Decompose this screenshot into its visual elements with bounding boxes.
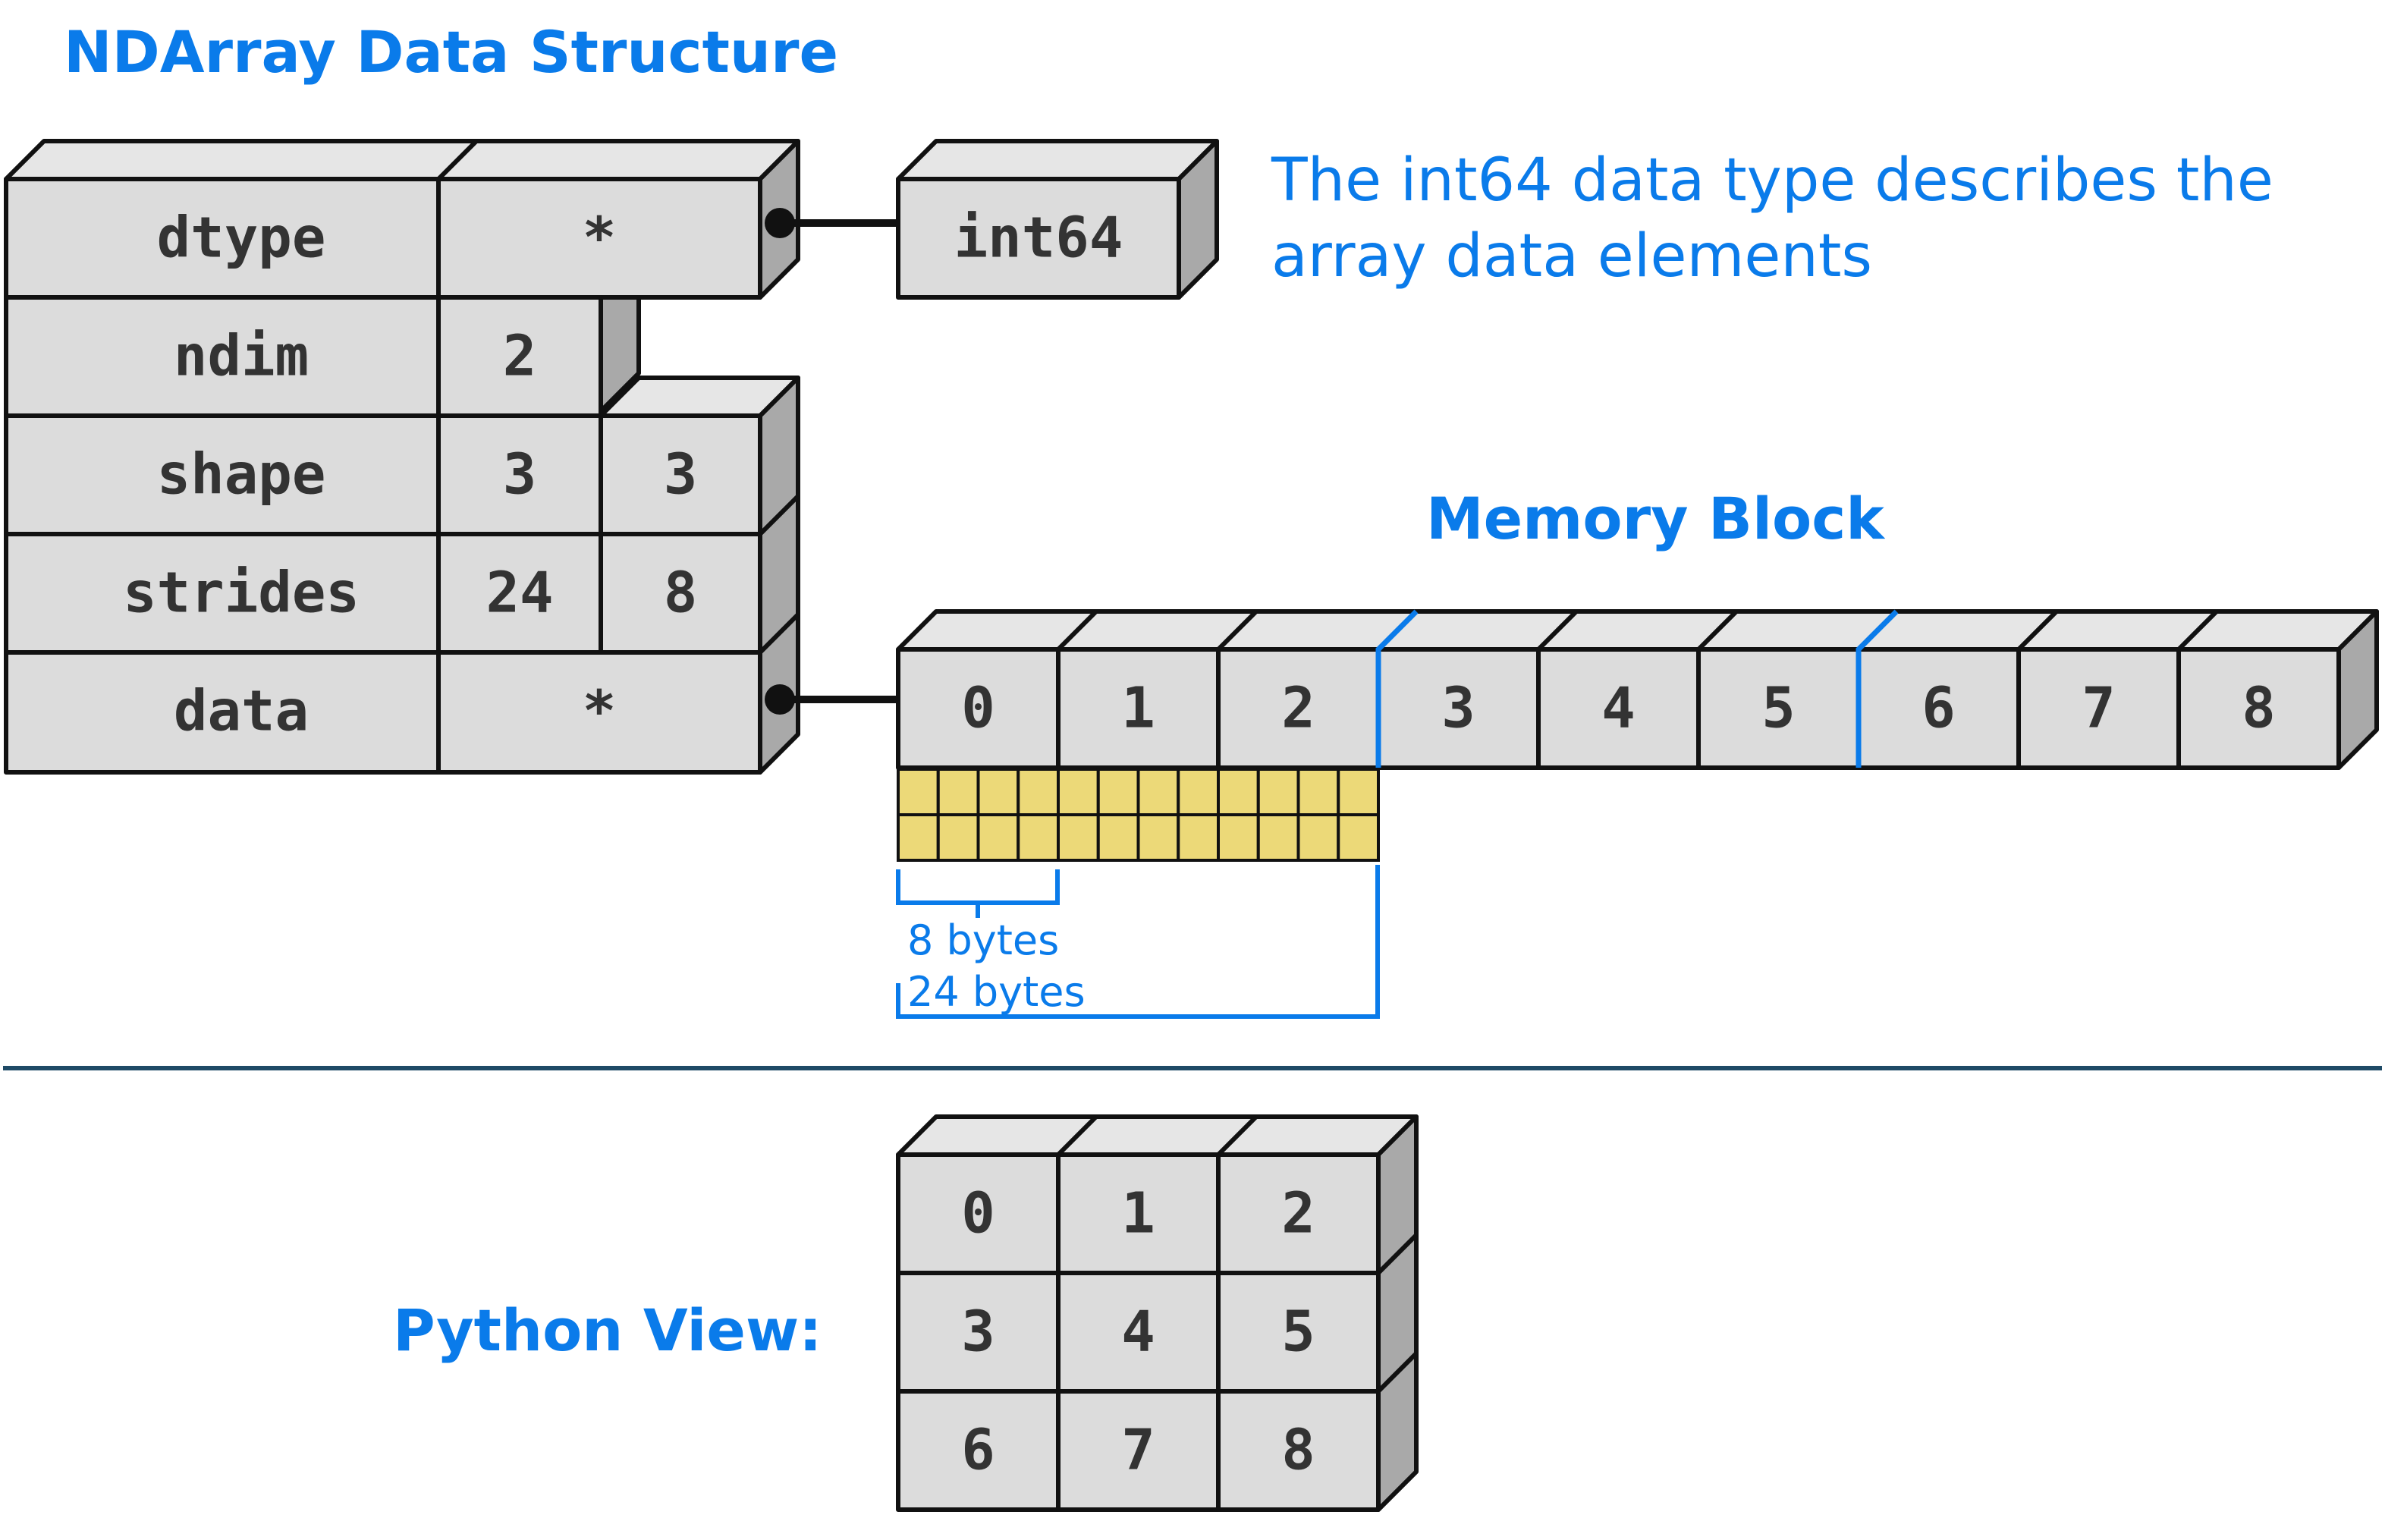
memory-cell <box>2176 647 2341 770</box>
memory-block: 0 1 2 3 4 5 6 7 8 <box>896 609 2379 770</box>
data-pointer <box>765 684 898 715</box>
byte-cell <box>1296 768 1340 816</box>
field-label: ndim <box>174 324 309 389</box>
field-label: shape <box>157 442 326 508</box>
memory-title: Memory Block <box>1426 485 1885 552</box>
dtype-box-label: int64 <box>954 206 1123 271</box>
python-view-cell <box>896 1152 1061 1275</box>
dtype-pointer <box>765 208 898 238</box>
memory-cell-label: 7 <box>2082 676 2116 741</box>
field-value: 8 <box>664 561 698 626</box>
structure-title: NDArray Data Structure <box>64 18 838 86</box>
dtype-note-line-1: The int64 data type describes the <box>1271 146 2273 215</box>
memory-cell <box>2016 647 2181 770</box>
python-view-cell <box>1216 1389 1381 1512</box>
memory-cell-label: 2 <box>1281 676 1315 741</box>
field-value: 3 <box>664 442 698 508</box>
byte-cell <box>936 768 980 816</box>
byte-cell <box>1017 768 1060 816</box>
byte-cell <box>1256 813 1300 862</box>
field-label: data <box>174 679 309 744</box>
large-byte-label: 24 bytes <box>907 968 1086 1016</box>
byte-cell <box>1136 813 1180 862</box>
python-view-title: Python View: <box>393 1296 822 1364</box>
field-row-dtype: dtype * <box>4 177 762 300</box>
byte-cell <box>1096 813 1140 862</box>
byte-cell <box>1177 813 1220 862</box>
byte-grid <box>897 768 1380 862</box>
byte-cell <box>1136 768 1180 816</box>
byte-cell <box>1057 813 1100 862</box>
python-view-cell <box>1216 1271 1381 1394</box>
dtype-box: int64 <box>896 139 1219 300</box>
byte-cell <box>1057 768 1100 816</box>
field-label: dtype <box>157 206 326 271</box>
python-view-cell-label: 2 <box>1281 1181 1315 1246</box>
ndarray-struct: dtype * ndim 2 shape 3 3 strides 24 8 <box>4 139 800 775</box>
byte-cell <box>1337 768 1380 816</box>
memory-cell <box>896 647 1061 770</box>
byte-cell <box>897 768 940 816</box>
memory-cell-label: 1 <box>1121 676 1155 741</box>
byte-cell <box>976 813 1020 862</box>
field-value: * <box>583 679 617 744</box>
memory-cell-label: 5 <box>1761 676 1796 741</box>
byte-cell <box>1217 768 1260 816</box>
memory-cell <box>1376 647 1541 770</box>
memory-cell-label: 0 <box>961 676 995 741</box>
python-view-grid: 0 1 2 3 4 5 6 7 8 <box>896 1114 1419 1512</box>
python-view-cell-label: 4 <box>1121 1300 1155 1365</box>
memory-cell-label: 3 <box>1441 676 1475 741</box>
byte-cell <box>1177 768 1220 816</box>
byte-cell <box>1096 768 1140 816</box>
byte-cell <box>1017 813 1060 862</box>
python-view-cell-label: 6 <box>961 1418 995 1483</box>
small-byte-label: 8 bytes <box>907 916 1059 964</box>
dtype-note-line-2: array data elements <box>1271 222 1872 291</box>
memory-cell-label: 4 <box>1601 676 1636 741</box>
field-value: * <box>583 206 617 271</box>
byte-cell <box>976 768 1020 816</box>
row-boundary-marker <box>1856 609 1899 768</box>
memory-cell-label: 6 <box>1922 676 1956 741</box>
memory-cell-label: 8 <box>2242 676 2276 741</box>
memory-cell <box>1696 647 1861 770</box>
field-value: 2 <box>503 324 537 389</box>
byte-cell <box>936 813 980 862</box>
field-value: 24 <box>485 561 553 626</box>
field-row-ndim: ndim 2 <box>4 295 603 418</box>
byte-cell <box>1256 768 1300 816</box>
byte-cell <box>1337 813 1380 862</box>
python-view-cell-label: 0 <box>961 1181 995 1246</box>
python-view-cell <box>1216 1152 1381 1275</box>
field-row-data: data * <box>4 650 762 775</box>
python-view-cell-label: 7 <box>1121 1418 1155 1483</box>
field-row-strides: strides 24 8 <box>4 532 762 655</box>
python-view-cell-label: 8 <box>1281 1418 1315 1483</box>
byte-brackets <box>896 865 1380 1019</box>
field-row-shape: shape 3 3 <box>4 413 762 536</box>
memory-cell <box>1536 647 1701 770</box>
python-view-cell-label: 1 <box>1121 1181 1155 1246</box>
field-value: 3 <box>503 442 537 508</box>
byte-cell <box>1217 813 1260 862</box>
python-view-cell-label: 3 <box>961 1300 995 1365</box>
byte-cell <box>1296 813 1340 862</box>
python-view-cell-label: 5 <box>1281 1300 1315 1365</box>
byte-cell <box>897 813 940 862</box>
field-label: strides <box>123 561 360 626</box>
memory-cell <box>1056 647 1221 770</box>
python-view-cell <box>1056 1271 1221 1394</box>
row-boundary-marker <box>1375 609 1419 768</box>
python-view-cell <box>896 1389 1061 1512</box>
